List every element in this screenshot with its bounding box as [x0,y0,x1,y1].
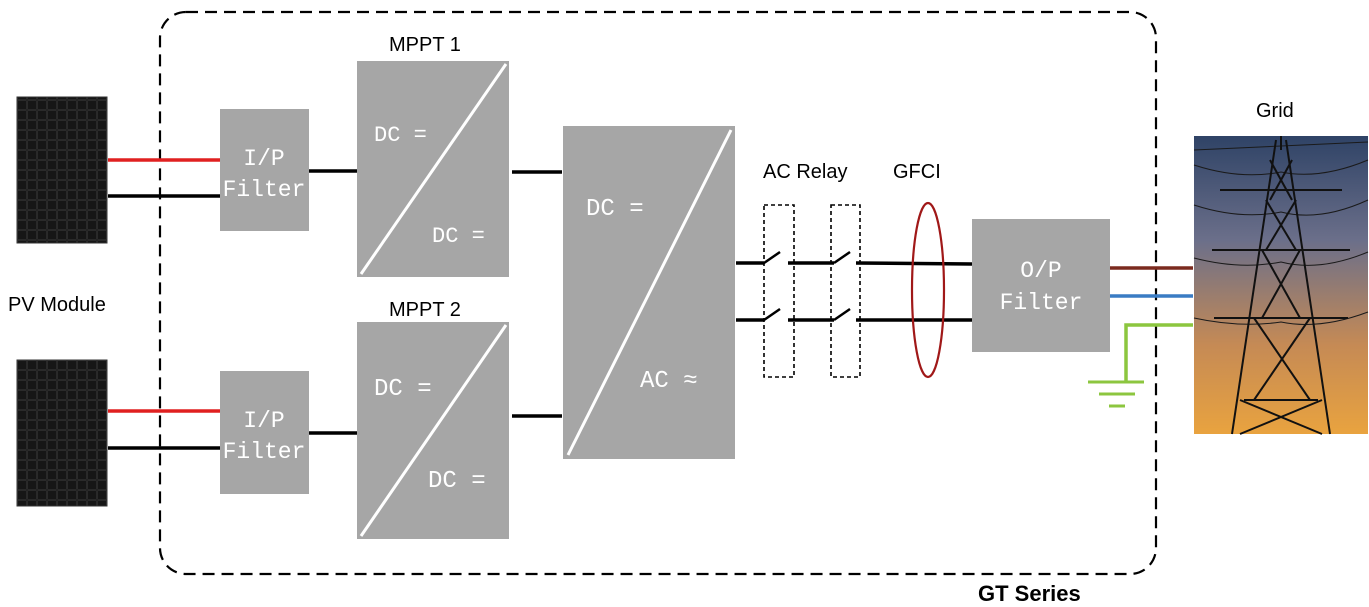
gt-series-enclosure [158,10,1158,576]
svg-text:DC =: DC = [432,224,485,249]
ip-filter-bottom: I/P Filter [220,371,309,494]
svg-text:Filter: Filter [223,439,306,465]
svg-text:DC =: DC = [374,123,427,148]
svg-text:DC =: DC = [586,196,644,223]
gt-series-label: GT Series [978,581,1081,606]
pv-panel-top [16,96,108,244]
ac-relay [736,204,973,378]
ground-wire [1088,323,1193,408]
mppt2-label: MPPT 2 [389,299,461,321]
pv-module-label: PV Module [8,294,106,316]
grid-label: Grid [1256,100,1294,122]
dcdc-converter-mppt2: DC = DC = [357,322,509,539]
ip-filter-top: I/P Filter [220,109,309,231]
svg-text:I/P: I/P [243,146,284,172]
svg-text:DC =: DC = [374,376,432,403]
gfci-sensor-ring [910,201,946,379]
svg-text:DC =: DC = [428,468,486,495]
svg-text:Filter: Filter [1000,290,1083,316]
dcdc-converter-mppt1: DC = DC = [357,61,509,277]
dcac-inverter: DC = AC ≈ [563,126,735,459]
ac-relay-label: AC Relay [763,161,847,183]
grid-transmission-tower-image [1193,136,1369,435]
gfci-label: GFCI [893,161,941,183]
svg-text:I/P: I/P [243,408,284,434]
pv-panel-bottom [16,359,108,507]
svg-text:O/P: O/P [1020,258,1061,284]
mppt1-label: MPPT 1 [389,34,461,56]
svg-text:AC ≈: AC ≈ [640,368,698,395]
svg-text:Filter: Filter [223,177,306,203]
op-filter: O/P Filter [972,219,1110,352]
